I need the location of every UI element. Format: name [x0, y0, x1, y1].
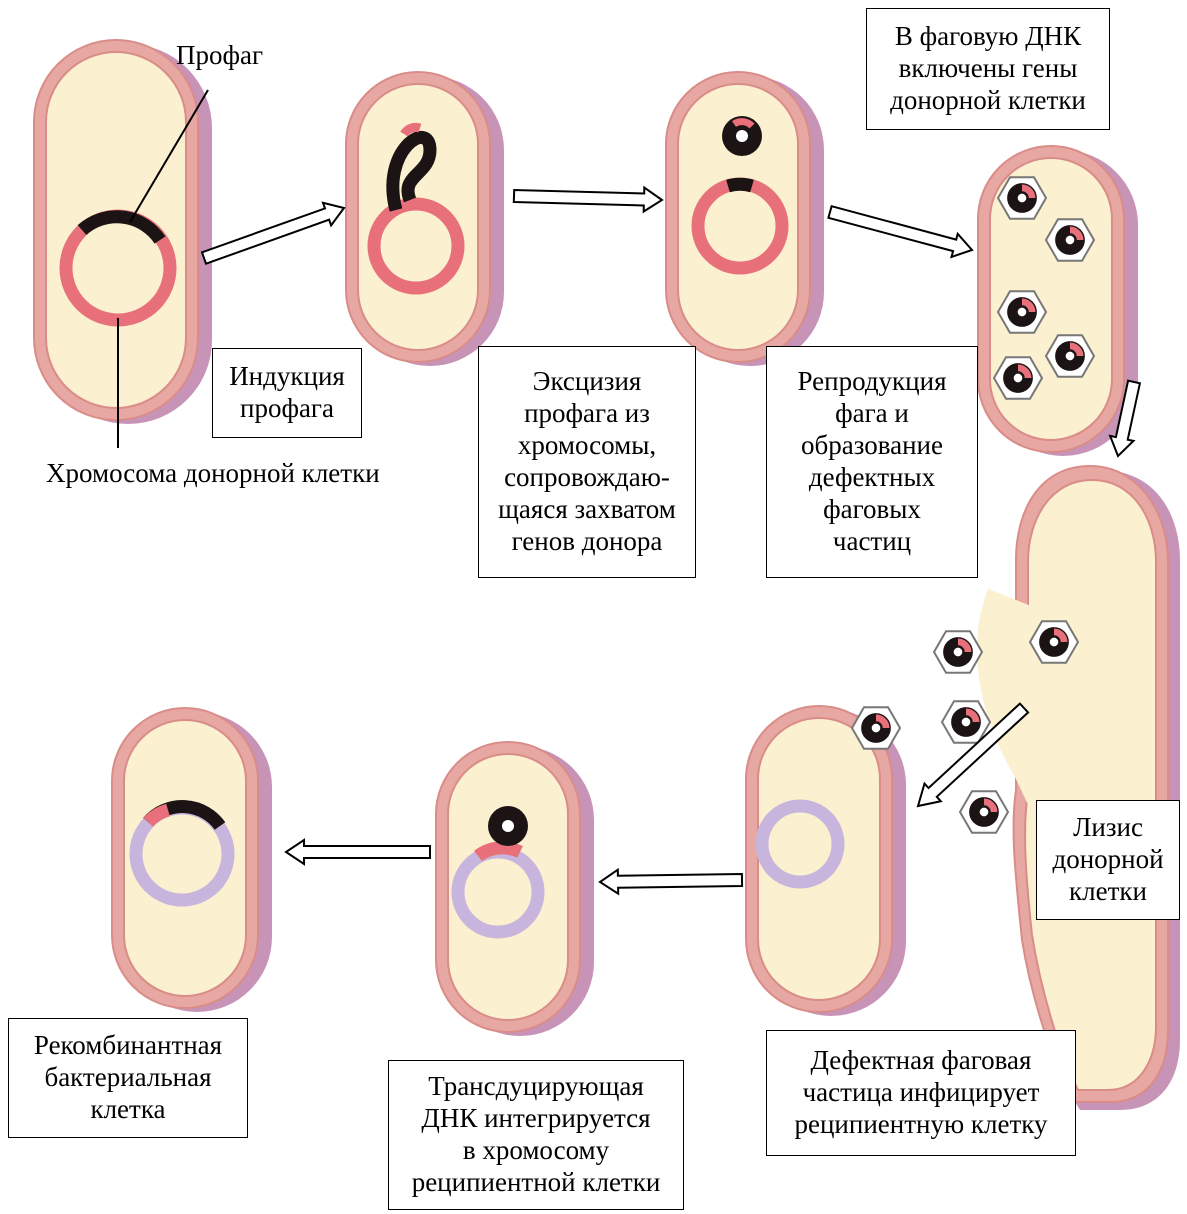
genes-included-box: В фаговую ДНК включены гены донорной кле… — [866, 8, 1110, 130]
process-arrow-icon — [828, 206, 972, 257]
phage-particle-icon — [960, 791, 1008, 833]
excision-box: Эксцизия профага из хромосомы, сопровожд… — [478, 346, 696, 578]
induction-box: Индукция профага — [212, 348, 362, 438]
reproduction-box: Репродукция фага и образование дефектных… — [766, 346, 978, 578]
donor-cell-4 — [978, 146, 1138, 456]
integration-box: Трансдуцирующая ДНК интегрируется в хром… — [388, 1060, 684, 1210]
recombinant-cell — [112, 708, 272, 1012]
process-arrow-icon — [514, 188, 662, 212]
lysing-donor-cell — [1007, 466, 1180, 1110]
donor-cell-3 — [666, 72, 824, 366]
cytoplasm — [46, 52, 186, 408]
process-arrow-icon — [202, 203, 344, 264]
recombinant-box: Рекомбинантная бактериальная клетка — [8, 1018, 248, 1138]
donor-cell-1 — [34, 40, 212, 424]
recipient-cell-infected — [746, 706, 906, 1016]
recipient-cell-integration — [436, 742, 594, 1036]
infection-box: Дефектная фаговая частица инфицирует рец… — [766, 1030, 1076, 1156]
lysis-box: Лизис донорной клетки — [1036, 800, 1180, 920]
process-arrow-icon — [600, 870, 742, 894]
process-arrow-icon — [286, 840, 430, 864]
phage-particle-icon — [934, 631, 982, 673]
prophage-label: Профаг — [176, 40, 263, 72]
donor-chromosome-label: Хромосома донорной клетки — [46, 458, 380, 490]
donor-cell-2 — [346, 72, 504, 366]
